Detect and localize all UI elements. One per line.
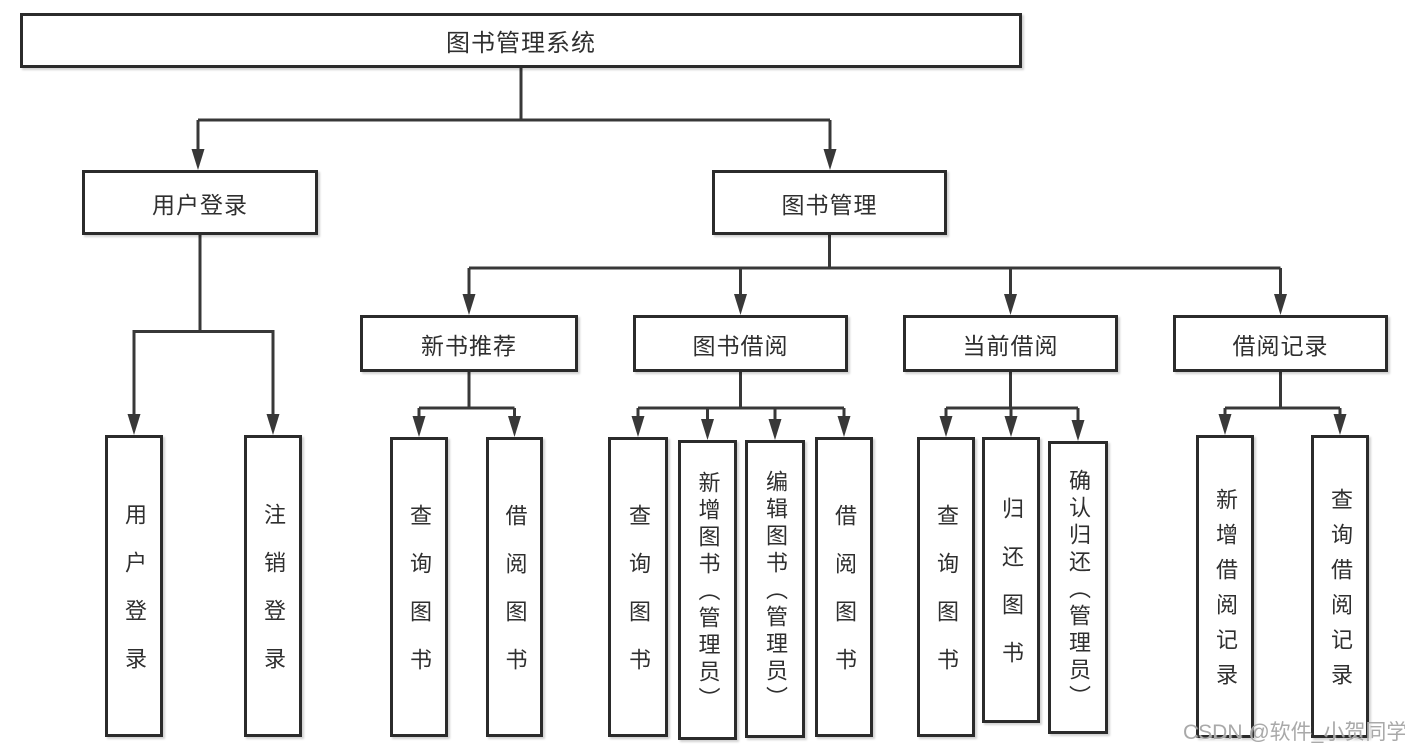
arrow-down-icon xyxy=(631,416,645,437)
node-current-borrowing: 当前借阅 xyxy=(903,315,1118,372)
arrow-down-icon xyxy=(1004,416,1018,437)
arrow-down-icon xyxy=(412,416,426,437)
leaf-edit-books-admin: 编辑图书（管理员） xyxy=(745,440,805,738)
arrow-down-icon xyxy=(1218,414,1232,435)
connector-new-book-recommendation-branch xyxy=(412,372,521,437)
leaf-label: 新增借阅记录 xyxy=(1213,488,1238,698)
arrow-down-icon xyxy=(462,294,476,315)
leaf-label: 查询图书 xyxy=(407,504,432,696)
leaf-label: 编辑图书（管理员） xyxy=(763,470,788,713)
arrow-down-icon xyxy=(768,419,782,440)
node-book-management: 图书管理 xyxy=(712,170,947,235)
leaf-label: 查询借阅记录 xyxy=(1328,488,1353,698)
connector-book-borrowing-branch xyxy=(631,372,851,440)
leaf-add-books-admin: 新增图书（管理员） xyxy=(678,440,737,740)
arrow-down-icon xyxy=(1333,414,1347,435)
leaf-query-borrow-record: 查询借阅记录 xyxy=(1311,435,1369,738)
node-library-management-system: 图书管理系统 xyxy=(20,13,1022,68)
leaf-confirm-return-admin: 确认归还（管理员） xyxy=(1048,441,1108,734)
leaf-query-books-current: 查询图书 xyxy=(917,437,975,737)
node-user-login: 用户登录 xyxy=(82,170,318,235)
connector-user-login-branch xyxy=(127,235,280,435)
arrow-down-icon xyxy=(1071,420,1085,441)
connector-root-to-level2 xyxy=(191,68,837,170)
leaf-label: 查询图书 xyxy=(626,504,651,696)
node-new-book-recommendation: 新书推荐 xyxy=(360,315,578,372)
arrow-down-icon xyxy=(191,149,205,170)
leaf-label: 确认归还（管理员） xyxy=(1066,468,1091,712)
node-borrowing-records: 借阅记录 xyxy=(1173,315,1388,372)
arrow-down-icon xyxy=(837,416,851,437)
leaf-label: 借阅图书 xyxy=(502,504,528,696)
leaf-query-books-recommend: 查询图书 xyxy=(390,437,448,737)
leaf-label: 注销登录 xyxy=(261,503,286,695)
leaf-user-login: 用户登录 xyxy=(105,435,163,737)
connector-book-management-branch xyxy=(462,235,1287,315)
arrow-down-icon xyxy=(701,419,714,440)
arrow-down-icon xyxy=(1004,294,1017,315)
leaf-label: 用户登录 xyxy=(122,503,147,695)
connector-borrowing-records-branch xyxy=(1218,372,1347,435)
leaf-add-borrow-record: 新增借阅记录 xyxy=(1196,435,1254,738)
leaf-return-books: 归还图书 xyxy=(982,437,1040,723)
arrow-down-icon xyxy=(1274,294,1287,315)
node-book-borrowing: 图书借阅 xyxy=(633,315,848,372)
arrow-down-icon xyxy=(823,149,837,170)
connector-current-borrowing-branch xyxy=(939,372,1085,441)
leaf-query-books-borrowing: 查询图书 xyxy=(608,437,668,737)
leaf-label: 查询图书 xyxy=(934,504,959,696)
arrow-down-icon xyxy=(939,416,953,437)
arrow-down-icon xyxy=(266,414,280,435)
leaf-label: 归还图书 xyxy=(999,497,1024,689)
arrow-down-icon xyxy=(734,294,747,315)
leaf-borrow-books-recommend: 借阅图书 xyxy=(486,437,543,737)
leaf-label: 借阅图书 xyxy=(832,504,857,696)
csdn-watermark: CSDN @软件_小贺同学 xyxy=(1183,721,1405,744)
leaf-borrow-books-borrowing: 借阅图书 xyxy=(815,437,873,737)
arrow-down-icon xyxy=(127,414,141,435)
leaf-logout: 注销登录 xyxy=(244,435,302,737)
leaf-label: 新增图书（管理员） xyxy=(695,471,721,714)
arrow-down-icon xyxy=(508,416,521,437)
